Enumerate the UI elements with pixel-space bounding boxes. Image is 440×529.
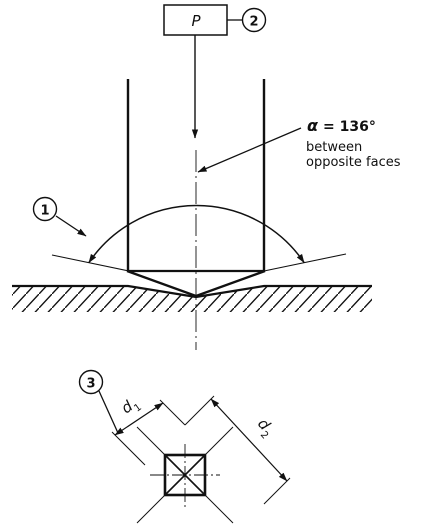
callout-2-label: 2 (249, 15, 258, 30)
d2-ext-upper (184, 395, 215, 426)
callout-3-circle (78, 369, 104, 395)
load-label: P (191, 12, 201, 30)
callout-3-leader (98, 390, 119, 434)
callout-1-leader (55, 215, 87, 237)
d1-ext-upper (159, 399, 186, 426)
d2-label: d 2 (254, 415, 274, 442)
callout-2-circle (241, 7, 267, 33)
face-extension-left (51, 254, 130, 272)
face-extension-right (263, 253, 347, 272)
angle-value: = 136° (323, 119, 376, 135)
svg-text:1: 1 (132, 402, 144, 415)
diag-ext-4 (136, 494, 166, 524)
angle-note-line1: between (306, 140, 362, 155)
d2-ext-lower (263, 477, 291, 505)
indenter-tip (126, 269, 266, 298)
callout-3-label: 3 (86, 377, 95, 392)
alpha-symbol: α (307, 116, 319, 135)
angle-leader (197, 127, 302, 173)
callout-1-label: 1 (40, 204, 49, 219)
angle-arc (88, 204, 305, 264)
d1-ext-lower (111, 431, 146, 466)
diag-ext-3 (204, 426, 234, 456)
d2-dimension-line (210, 398, 288, 482)
angle-note-line2: opposite faces (306, 155, 401, 170)
d1-label: d 1 (118, 397, 144, 417)
specimen-surface (12, 284, 372, 312)
d1-dimension-line (114, 402, 164, 436)
diag-ext-2 (204, 494, 234, 524)
callout-1-circle (32, 196, 58, 222)
diag-ext-1 (136, 426, 166, 456)
